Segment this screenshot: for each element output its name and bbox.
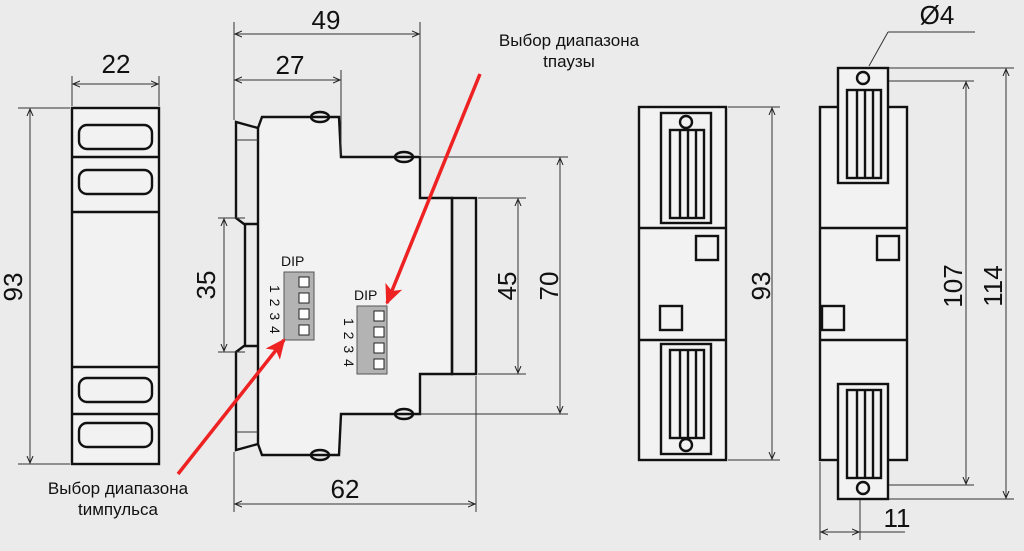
pause-range-line2: tпаузы bbox=[543, 52, 595, 71]
dim-side-body: 70 bbox=[534, 272, 564, 301]
dim-clip-offset: 11 bbox=[884, 503, 911, 533]
dim-front-width: 22 bbox=[102, 49, 131, 79]
pulse-range-callout: Выбор диапазона tимпульса bbox=[48, 479, 189, 519]
side-base-dimension: 62 bbox=[233, 376, 477, 512]
hole-diameter-dimension: Ø4 bbox=[868, 0, 975, 67]
clip-inner-dimension: 107 bbox=[889, 80, 974, 486]
dim-side-base: 62 bbox=[331, 474, 360, 504]
dim-hole-diameter: Ø4 bbox=[920, 0, 955, 30]
side-rail-dimension: 35 bbox=[191, 219, 224, 351]
pause-range-arrow bbox=[385, 73, 482, 305]
dim-clip-inner: 107 bbox=[938, 264, 968, 307]
front-view bbox=[70, 106, 161, 466]
dim-side-rail: 35 bbox=[191, 271, 221, 300]
pulse-range-line2: tимпульса bbox=[78, 500, 159, 519]
clip-offset-dimension: 11 bbox=[819, 462, 911, 540]
side-depth-dimension: 49 bbox=[233, 5, 421, 155]
clip-outer-dimension: 114 bbox=[889, 67, 1014, 500]
pulse-range-arrow bbox=[176, 338, 286, 476]
dim-side-depth: 49 bbox=[312, 5, 341, 35]
left-dip-label: DIP bbox=[281, 253, 304, 269]
clip-view bbox=[818, 66, 909, 501]
dim-side-upper: 27 bbox=[276, 50, 305, 80]
dim-front-height: 93 bbox=[0, 273, 28, 302]
side-upper-dimension: 27 bbox=[235, 50, 342, 155]
front-width-dimension: 22 bbox=[71, 49, 160, 106]
right-dip-positions: 1 2 3 4 bbox=[341, 318, 357, 368]
rear-height-dimension: 93 bbox=[728, 106, 780, 461]
right-dip-label: DIP bbox=[354, 287, 377, 303]
pause-range-callout: Выбор диапазона tпаузы bbox=[499, 31, 640, 71]
left-dip-positions: 1 2 3 4 bbox=[267, 285, 283, 335]
dim-side-window: 45 bbox=[492, 272, 522, 301]
front-height-dimension: 93 bbox=[0, 107, 70, 465]
rear-view bbox=[637, 105, 728, 462]
pause-range-line1: Выбор диапазона bbox=[499, 31, 640, 50]
side-window-dimension: 45 bbox=[478, 197, 526, 375]
side-view: DIP 1 2 3 4 DIP 1 2 3 4 bbox=[218, 110, 478, 462]
pulse-range-line1: Выбор диапазона bbox=[48, 479, 189, 498]
dim-clip-outer: 114 bbox=[978, 265, 1008, 306]
dim-rear-height: 93 bbox=[746, 272, 776, 301]
